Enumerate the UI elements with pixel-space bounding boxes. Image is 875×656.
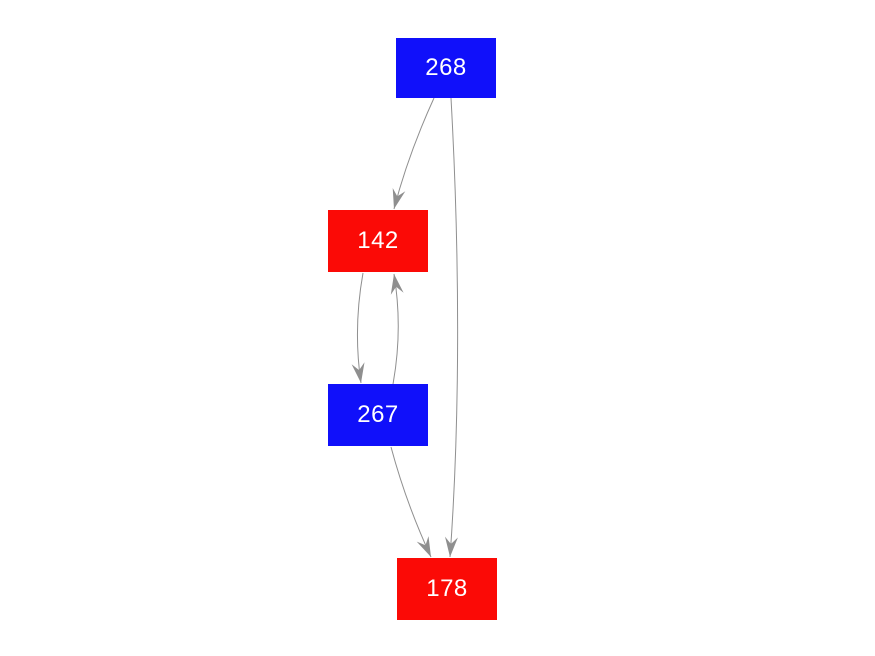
node-label: 142 xyxy=(357,227,399,254)
graph-node-268[interactable]: 268 xyxy=(396,38,496,98)
node-label: 178 xyxy=(426,575,468,602)
graph-node-267[interactable]: 267 xyxy=(328,384,428,446)
graph-node-142[interactable]: 142 xyxy=(328,210,428,272)
node-label: 268 xyxy=(425,54,467,81)
node-label: 267 xyxy=(357,401,399,428)
graph-node-178[interactable]: 178 xyxy=(397,558,497,620)
